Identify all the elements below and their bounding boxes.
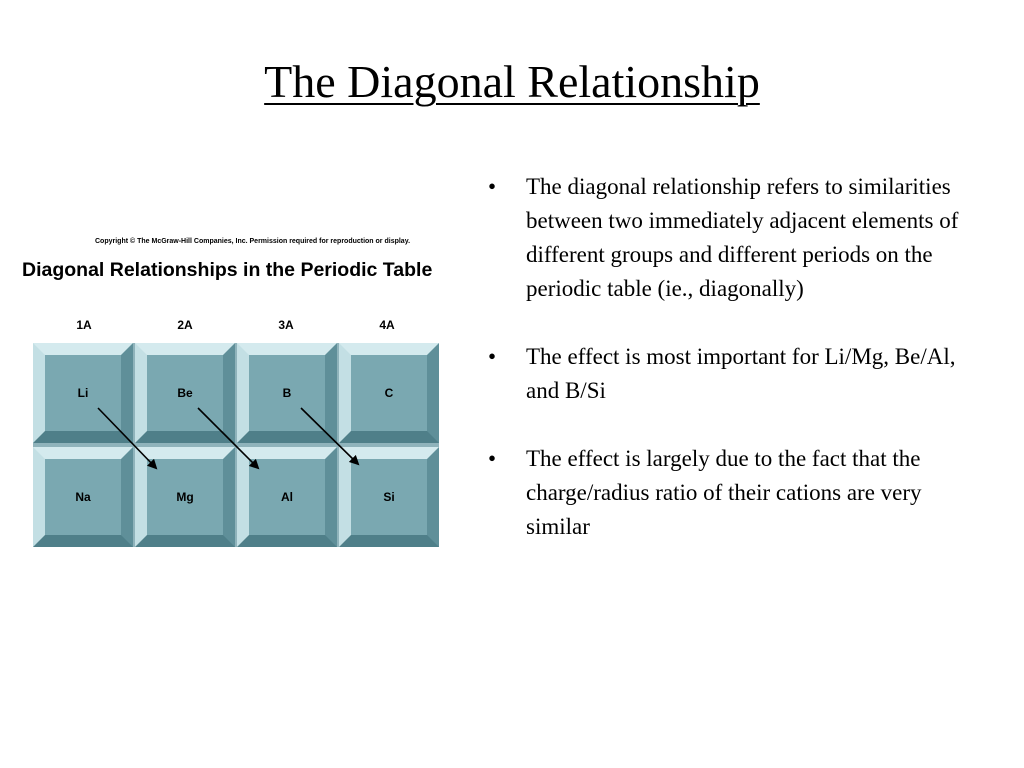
element-cell-si: Si [339, 447, 439, 547]
figure-copyright: Copyright © The McGraw-Hill Companies, I… [95, 238, 411, 245]
bullet-symbol: • [488, 174, 497, 199]
element-symbol: Si [351, 459, 427, 535]
element-symbol: Al [249, 459, 325, 535]
group-label-4a: 4A [379, 318, 395, 332]
bullet-item: • The effect is most important for Li/Mg,… [488, 340, 988, 408]
group-label-3a: 3A [278, 318, 294, 332]
element-symbol: C [351, 355, 427, 431]
element-cell-mg: Mg [135, 447, 235, 547]
element-grid: Li Be B C Na Mg Al Si [33, 343, 439, 547]
element-symbol: Be [147, 355, 223, 431]
bullet-text: The effect is largely due to the fact th… [526, 446, 922, 539]
element-cell-c: C [339, 343, 439, 443]
element-symbol: Mg [147, 459, 223, 535]
bullet-item: • The diagonal relationship refers to sim… [488, 170, 988, 306]
element-cell-b: B [237, 343, 337, 443]
group-label-2a: 2A [177, 318, 193, 332]
group-label-1a: 1A [76, 318, 92, 332]
bullet-item: • The effect is largely due to the fact t… [488, 442, 988, 544]
bullet-list: • The diagonal relationship refers to sim… [488, 170, 988, 578]
element-cell-be: Be [135, 343, 235, 443]
element-symbol: Li [45, 355, 121, 431]
element-cell-al: Al [237, 447, 337, 547]
figure-title: Diagonal Relationships in the Periodic T… [22, 259, 433, 281]
element-cell-li: Li [33, 343, 133, 443]
bullet-text: The diagonal relationship refers to simi… [526, 174, 959, 301]
bullet-symbol: • [488, 344, 497, 369]
element-symbol: B [249, 355, 325, 431]
bullet-symbol: • [488, 446, 497, 471]
slide-title: The Diagonal Relationship [264, 56, 760, 107]
bullet-text: The effect is most important for Li/Mg, … [526, 344, 956, 403]
element-cell-na: Na [33, 447, 133, 547]
element-symbol: Na [45, 459, 121, 535]
